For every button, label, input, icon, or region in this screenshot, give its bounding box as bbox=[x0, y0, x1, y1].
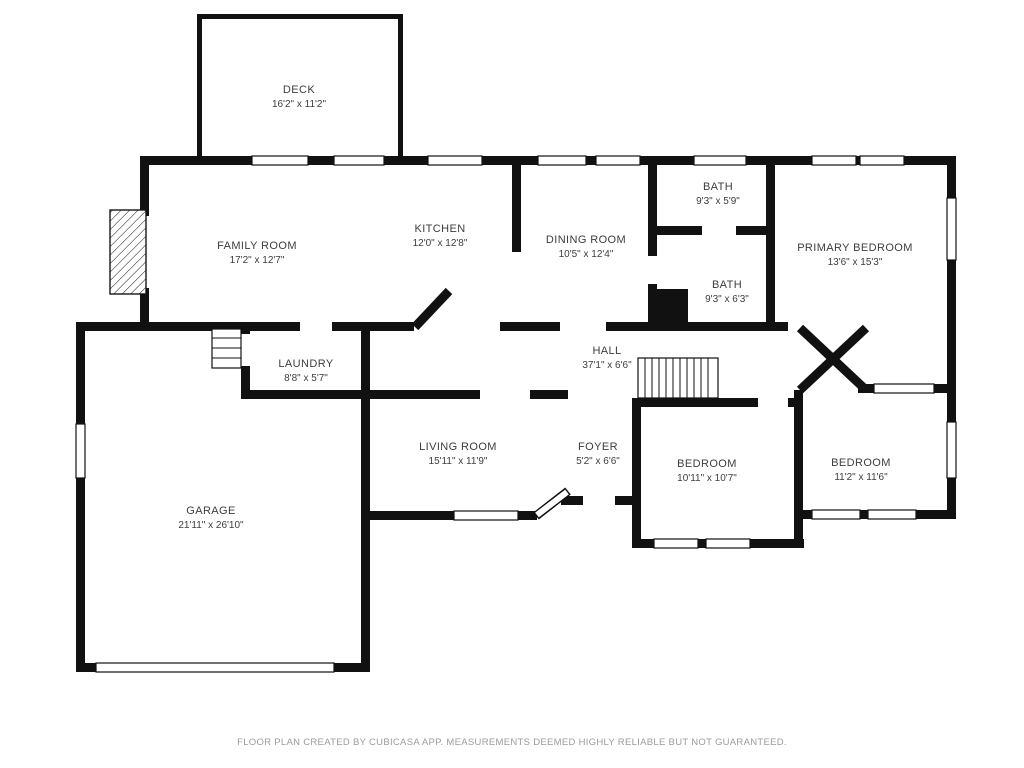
room-dims-foyer: 5'2" x 6'6" bbox=[576, 456, 620, 467]
room-label-family-room: FAMILY ROOM bbox=[217, 240, 297, 252]
bay-window bbox=[535, 489, 569, 518]
room-label-living-room: LIVING ROOM bbox=[419, 441, 497, 453]
window bbox=[705, 538, 751, 549]
room-label-bedroom-middle: BEDROOM bbox=[677, 458, 737, 470]
window bbox=[693, 155, 747, 166]
room-label-deck: DECK bbox=[283, 84, 315, 96]
room-dims-garage: 21'11" x 26'10" bbox=[178, 520, 244, 531]
window bbox=[873, 383, 935, 394]
window bbox=[427, 155, 483, 166]
room-dims-family-room: 17'2" x 12'7" bbox=[230, 255, 285, 266]
room-label-bedroom-right: BEDROOM bbox=[831, 457, 891, 469]
staircase-main bbox=[637, 357, 719, 399]
room-dims-bedroom-middle: 10'11" x 10'7" bbox=[677, 473, 737, 484]
room-dims-hall: 37'1" x 6'6" bbox=[582, 360, 632, 371]
window bbox=[946, 197, 957, 261]
window bbox=[595, 155, 641, 166]
disclaimer-text: FLOOR PLAN CREATED BY CUBICASA APP. MEAS… bbox=[237, 737, 787, 748]
room-label-garage: GARAGE bbox=[186, 505, 235, 517]
fireplace bbox=[109, 209, 149, 295]
room-dims-living-room: 15'11" x 11'9" bbox=[429, 456, 488, 467]
window bbox=[811, 509, 861, 520]
room-labels: DECK 16'2" x 11'2" FAMILY ROOM 17'2" x 1… bbox=[178, 84, 912, 531]
room-label-bath-lower: BATH bbox=[712, 279, 742, 291]
window bbox=[537, 155, 587, 166]
room-dims-laundry: 8'8" x 5'7" bbox=[284, 373, 328, 384]
window bbox=[251, 155, 309, 166]
window bbox=[859, 155, 905, 166]
window bbox=[811, 155, 857, 166]
room-dims-bath-lower: 9'3" x 6'3" bbox=[705, 294, 749, 305]
room-label-kitchen: KITCHEN bbox=[414, 223, 465, 235]
room-label-hall: HALL bbox=[592, 345, 621, 357]
windows bbox=[75, 155, 957, 673]
window bbox=[333, 155, 385, 166]
room-label-bath-upper: BATH bbox=[703, 181, 733, 193]
room-label-laundry: LAUNDRY bbox=[278, 358, 333, 370]
room-label-primary-bedroom: PRIMARY BEDROOM bbox=[797, 242, 913, 254]
window bbox=[75, 423, 86, 479]
staircase-garage-steps bbox=[211, 328, 242, 369]
room-dims-deck: 16'2" x 11'2" bbox=[272, 99, 327, 110]
interior-walls bbox=[140, 156, 956, 548]
window bbox=[453, 510, 519, 521]
room-dims-dining-room: 10'5" x 12'4" bbox=[559, 249, 614, 260]
room-label-dining-room: DINING ROOM bbox=[546, 234, 626, 246]
room-dims-primary-bedroom: 13'6" x 15'3" bbox=[828, 257, 883, 268]
room-dims-kitchen: 12'0" x 12'8" bbox=[413, 238, 468, 249]
deck-walls bbox=[197, 14, 403, 160]
room-label-foyer: FOYER bbox=[578, 441, 618, 453]
window bbox=[653, 538, 699, 549]
room-dims-bath-upper: 9'3" x 5'9" bbox=[696, 196, 740, 207]
garage-door bbox=[95, 662, 335, 673]
room-dims-bedroom-right: 11'2" x 11'6" bbox=[834, 472, 888, 483]
window bbox=[867, 509, 917, 520]
window bbox=[946, 421, 957, 479]
